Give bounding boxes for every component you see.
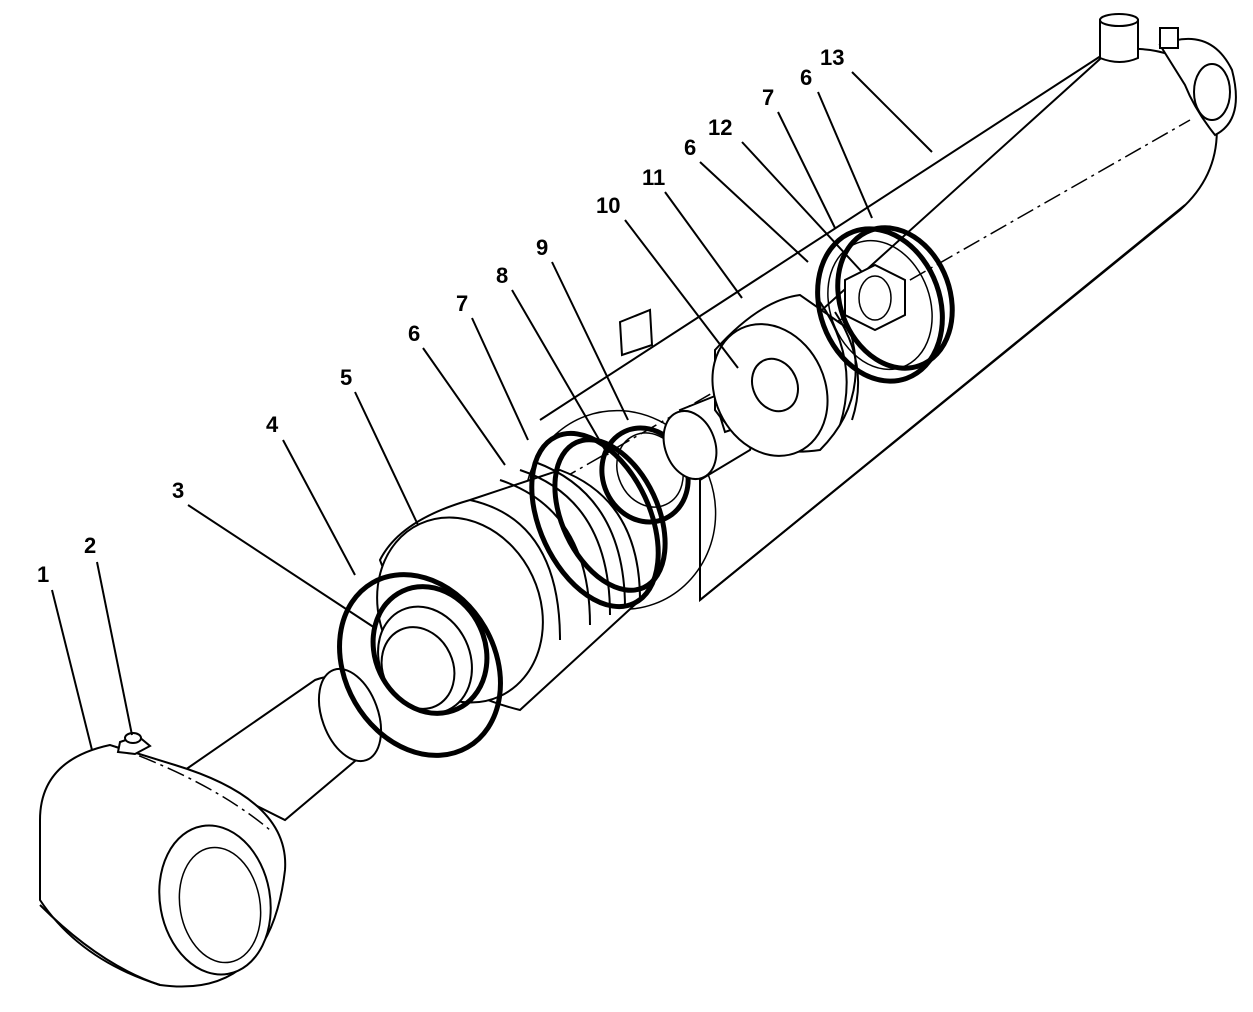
o-ring-front	[529, 430, 661, 610]
retaining-ring	[337, 572, 503, 758]
rod-eye	[39, 667, 383, 988]
lock-nut	[844, 263, 906, 332]
callout-12: 12	[708, 115, 732, 140]
piston-seal-assembly	[815, 225, 955, 384]
callout-7: 7	[762, 85, 774, 110]
callout-7: 7	[456, 291, 468, 316]
callout-4: 4	[266, 412, 279, 437]
callout-6: 6	[800, 65, 812, 90]
wiper-seal	[370, 584, 490, 716]
callout-6: 6	[684, 135, 696, 160]
callout-10: 10	[596, 193, 620, 218]
callout-6: 6	[408, 321, 420, 346]
callout-8: 8	[496, 263, 508, 288]
leader-lines	[51, 71, 933, 751]
callout-labels: 1 2 3 4 5 6 7 8 9 10 11 6 12 7 6 13	[37, 45, 844, 587]
backup-ring-front	[552, 437, 668, 593]
callout-5: 5	[340, 365, 352, 390]
callout-2: 2	[84, 533, 96, 558]
cylinder-barrel	[539, 13, 1237, 603]
grease-fitting	[116, 732, 152, 756]
callout-9: 9	[536, 235, 548, 260]
callout-11: 11	[642, 165, 665, 190]
callout-13: 13	[820, 45, 844, 70]
piston	[711, 293, 860, 457]
callout-1: 1	[37, 562, 49, 587]
callout-3: 3	[172, 478, 184, 503]
